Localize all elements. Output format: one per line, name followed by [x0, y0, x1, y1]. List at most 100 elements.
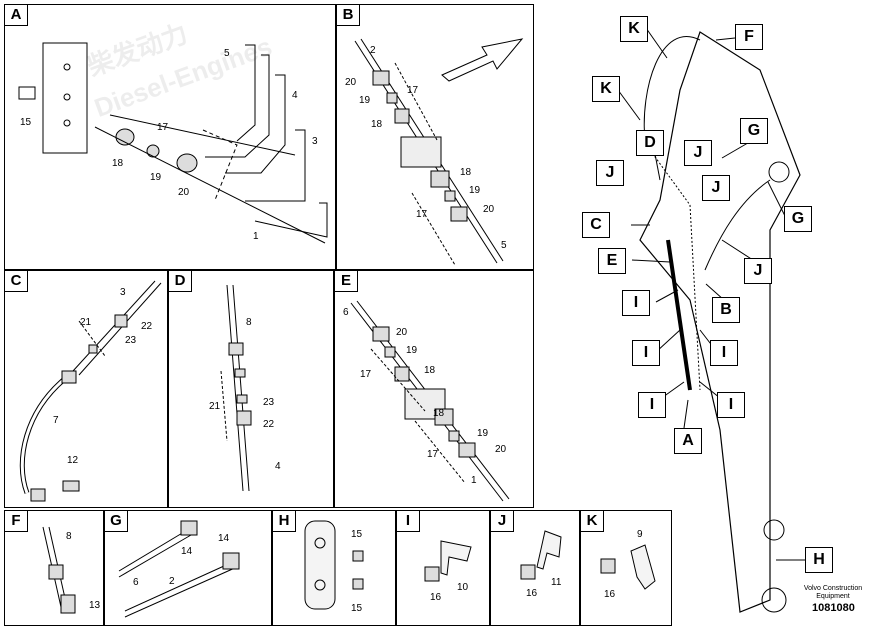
panel-c-tag: C	[5, 271, 28, 292]
callout-i-2: I	[632, 340, 660, 366]
panel-a-drawing: 5 4 3 15 17 18 19 20 1	[18, 42, 328, 244]
panel-h: H 15 15	[272, 510, 396, 626]
part-label-4: 4	[275, 461, 281, 472]
panel-j: J 16 11	[490, 510, 580, 626]
part-label-8: 8	[66, 531, 72, 542]
part-label-6: 6	[133, 577, 139, 588]
document-number: 1081080	[812, 602, 855, 614]
part-label-18: 18	[424, 365, 436, 376]
label-5: 5	[224, 48, 230, 59]
part-label-14: 14	[218, 533, 230, 544]
callout-i-5: I	[717, 392, 745, 418]
part-label-16: 16	[430, 592, 442, 603]
part-label-19: 19	[477, 428, 489, 439]
part-label-19: 19	[406, 345, 418, 356]
caption-line-2: Equipment	[816, 593, 850, 600]
part-label-18: 18	[460, 167, 472, 178]
part-label-13: 13	[89, 600, 101, 611]
panel-i: I 16 10	[396, 510, 490, 626]
callout-i-3: I	[710, 340, 738, 366]
part-label-2: 2	[370, 45, 376, 56]
callout-k: K	[592, 76, 620, 102]
callout-j-4: J	[744, 258, 772, 284]
part-label-7: 7	[53, 415, 59, 426]
panel-e-tag: E	[335, 271, 358, 292]
part-label-17: 17	[416, 209, 428, 220]
panel-g: G 14 14 6 2	[104, 510, 272, 626]
panel-d-tag: D	[169, 271, 192, 292]
panel-d: D 8 21 23 22 4	[168, 270, 334, 508]
part-label-5: 5	[501, 240, 507, 251]
part-label-3: 3	[120, 287, 126, 298]
callout-f: F	[735, 24, 763, 50]
part-label-8: 8	[246, 317, 252, 328]
part-label-17: 17	[407, 85, 419, 96]
part-label-9: 9	[637, 529, 643, 540]
part-label-20: 20	[396, 327, 408, 338]
part-label-22: 22	[141, 321, 153, 332]
part-label-16: 16	[526, 588, 538, 599]
part-label-17: 17	[360, 369, 372, 380]
label-1: 1	[253, 231, 259, 242]
panel-k: K 9 16	[580, 510, 672, 626]
caption-line-1: Volvo Construction	[803, 585, 863, 592]
callout-h: H	[805, 547, 833, 573]
callout-e: E	[598, 248, 626, 274]
part-label-21: 21	[209, 401, 221, 412]
panel-g-drawing: 14 14 6 2	[118, 520, 240, 618]
part-label-20: 20	[345, 77, 357, 88]
panel-c-drawing: 3 21 22 23 7 12	[19, 280, 162, 502]
panel-f: F 8 13	[4, 510, 104, 626]
label-15: 15	[20, 117, 32, 128]
panel-g-tag: G	[105, 511, 128, 532]
part-label-21: 21	[80, 317, 92, 328]
panel-i-drawing: 16 10	[424, 540, 472, 603]
part-label-15: 15	[351, 603, 363, 614]
panel-a: A 5 4 3 15 17 18 19 20 1	[4, 4, 336, 270]
part-label-17: 17	[427, 449, 439, 460]
panel-j-tag: J	[491, 511, 514, 532]
part-label-16: 16	[604, 589, 616, 600]
label-17: 17	[157, 122, 169, 133]
part-label-23: 23	[263, 397, 275, 408]
part-label-11: 11	[551, 577, 562, 588]
panel-f-drawing: 8 13	[42, 526, 101, 614]
callout-g-top: G	[740, 118, 768, 144]
panel-b-drawing: 2 20 17 19 18 18 19 17 20 5	[345, 38, 524, 266]
panel-e: E 6 20 19 17 18 18 19 17 20 1	[334, 270, 534, 508]
panel-i-tag: I	[397, 511, 420, 532]
panel-h-tag: H	[273, 511, 296, 532]
panel-h-drawing: 15 15	[304, 520, 364, 614]
panel-k-tag: K	[581, 511, 604, 532]
label-4: 4	[292, 90, 298, 101]
callout-i-1: I	[622, 290, 650, 316]
panel-a-tag: A	[5, 5, 28, 26]
part-label-12: 12	[67, 455, 79, 466]
part-label-2: 2	[169, 576, 175, 587]
callout-j-1: J	[596, 160, 624, 186]
part-label-22: 22	[263, 419, 275, 430]
label-19: 19	[150, 172, 162, 183]
label-20: 20	[178, 187, 190, 198]
part-label-20: 20	[495, 444, 507, 455]
part-label-20: 20	[483, 204, 495, 215]
panel-b-tag: B	[337, 5, 360, 26]
part-label-14: 14	[181, 546, 193, 557]
panel-j-drawing: 16 11	[520, 530, 562, 599]
label-18: 18	[112, 158, 124, 169]
callout-g: G	[784, 206, 812, 232]
part-label-1: 1	[471, 475, 477, 486]
callout-j-3: J	[702, 175, 730, 201]
part-label-10: 10	[457, 582, 469, 593]
callout-k-top: K	[620, 16, 648, 42]
callout-c: C	[582, 212, 610, 238]
caption: Volvo Construction Equipment	[798, 585, 868, 601]
panel-c: C 3 21 22 23 7 12	[4, 270, 168, 508]
callout-a: A	[674, 428, 702, 454]
part-label-19: 19	[359, 95, 371, 106]
callout-d: D	[636, 130, 664, 156]
part-label-6: 6	[343, 307, 349, 318]
part-label-19: 19	[469, 185, 481, 196]
part-label-18: 18	[433, 408, 445, 419]
panel-f-tag: F	[5, 511, 28, 532]
